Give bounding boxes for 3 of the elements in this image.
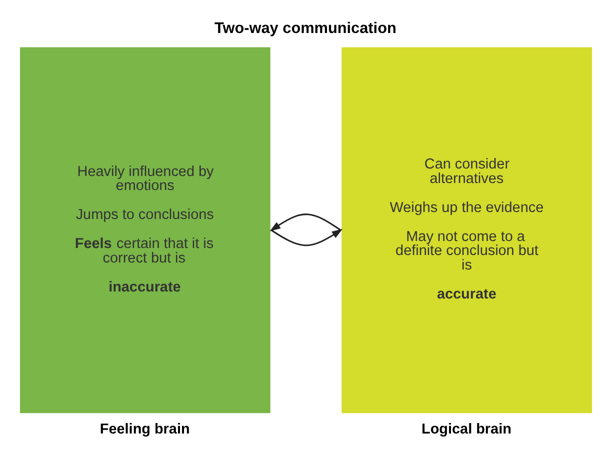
node-label: Feeling brain: [100, 420, 190, 437]
diagram-title: Two-way communication: [214, 20, 396, 37]
node-label: Logical brain: [422, 420, 512, 437]
